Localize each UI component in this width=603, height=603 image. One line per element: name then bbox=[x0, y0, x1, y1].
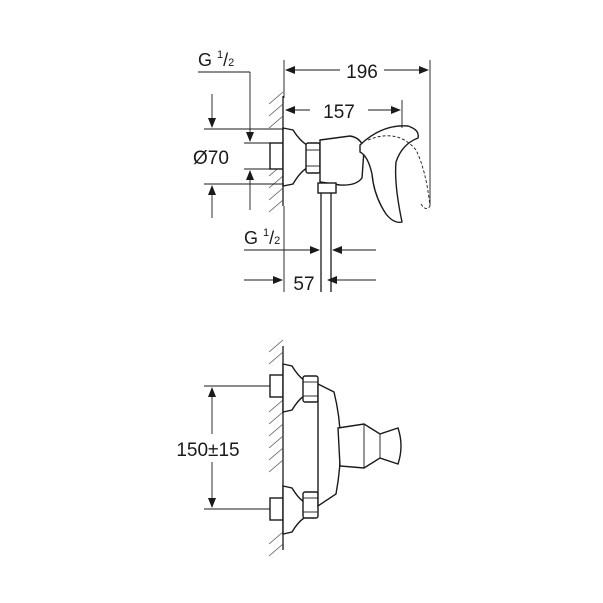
mixer-body-front bbox=[317, 382, 342, 508]
lever-handle bbox=[359, 125, 419, 224]
union-nut bbox=[305, 142, 321, 174]
lower-escutcheon bbox=[282, 485, 305, 535]
lever-alt-position bbox=[367, 135, 431, 209]
outlet-thread-label: G 1/2 bbox=[244, 227, 280, 248]
lever-handle-front bbox=[337, 423, 402, 469]
outlet-nut bbox=[317, 182, 337, 194]
upper-union-nut bbox=[302, 375, 319, 403]
outlet-thread-callout: G 1/2 bbox=[244, 227, 376, 254]
dimension-center-distance: 150±15 bbox=[176, 385, 270, 510]
upper-inlet-connector bbox=[269, 374, 284, 398]
inlet-thread-callout: G 1/2 bbox=[198, 49, 270, 210]
dimension-diameter: Ø70 bbox=[193, 94, 284, 218]
dimension-lever-length: 157 bbox=[285, 100, 403, 128]
front-view bbox=[268, 339, 402, 557]
dimension-overall-length: 196 bbox=[283, 60, 431, 205]
mixer-body bbox=[319, 135, 365, 186]
inlet-connector bbox=[269, 142, 284, 170]
lower-union-nut bbox=[302, 491, 319, 519]
center-distance-label: 150±15 bbox=[176, 440, 239, 461]
wall-hatching-bottom bbox=[268, 339, 284, 557]
escutcheon-rosette bbox=[282, 127, 308, 187]
dimension-outlet-offset: 57 bbox=[244, 206, 376, 295]
side-view bbox=[268, 91, 431, 292]
lower-inlet-connector bbox=[269, 497, 284, 521]
upper-escutcheon bbox=[282, 363, 305, 413]
outlet-offset-label: 57 bbox=[293, 274, 314, 295]
overall-length-label: 196 bbox=[346, 62, 378, 83]
inlet-thread-label: G 1/2 bbox=[198, 49, 234, 70]
diameter-label: Ø70 bbox=[193, 148, 229, 169]
lever-length-label: 157 bbox=[323, 102, 355, 123]
